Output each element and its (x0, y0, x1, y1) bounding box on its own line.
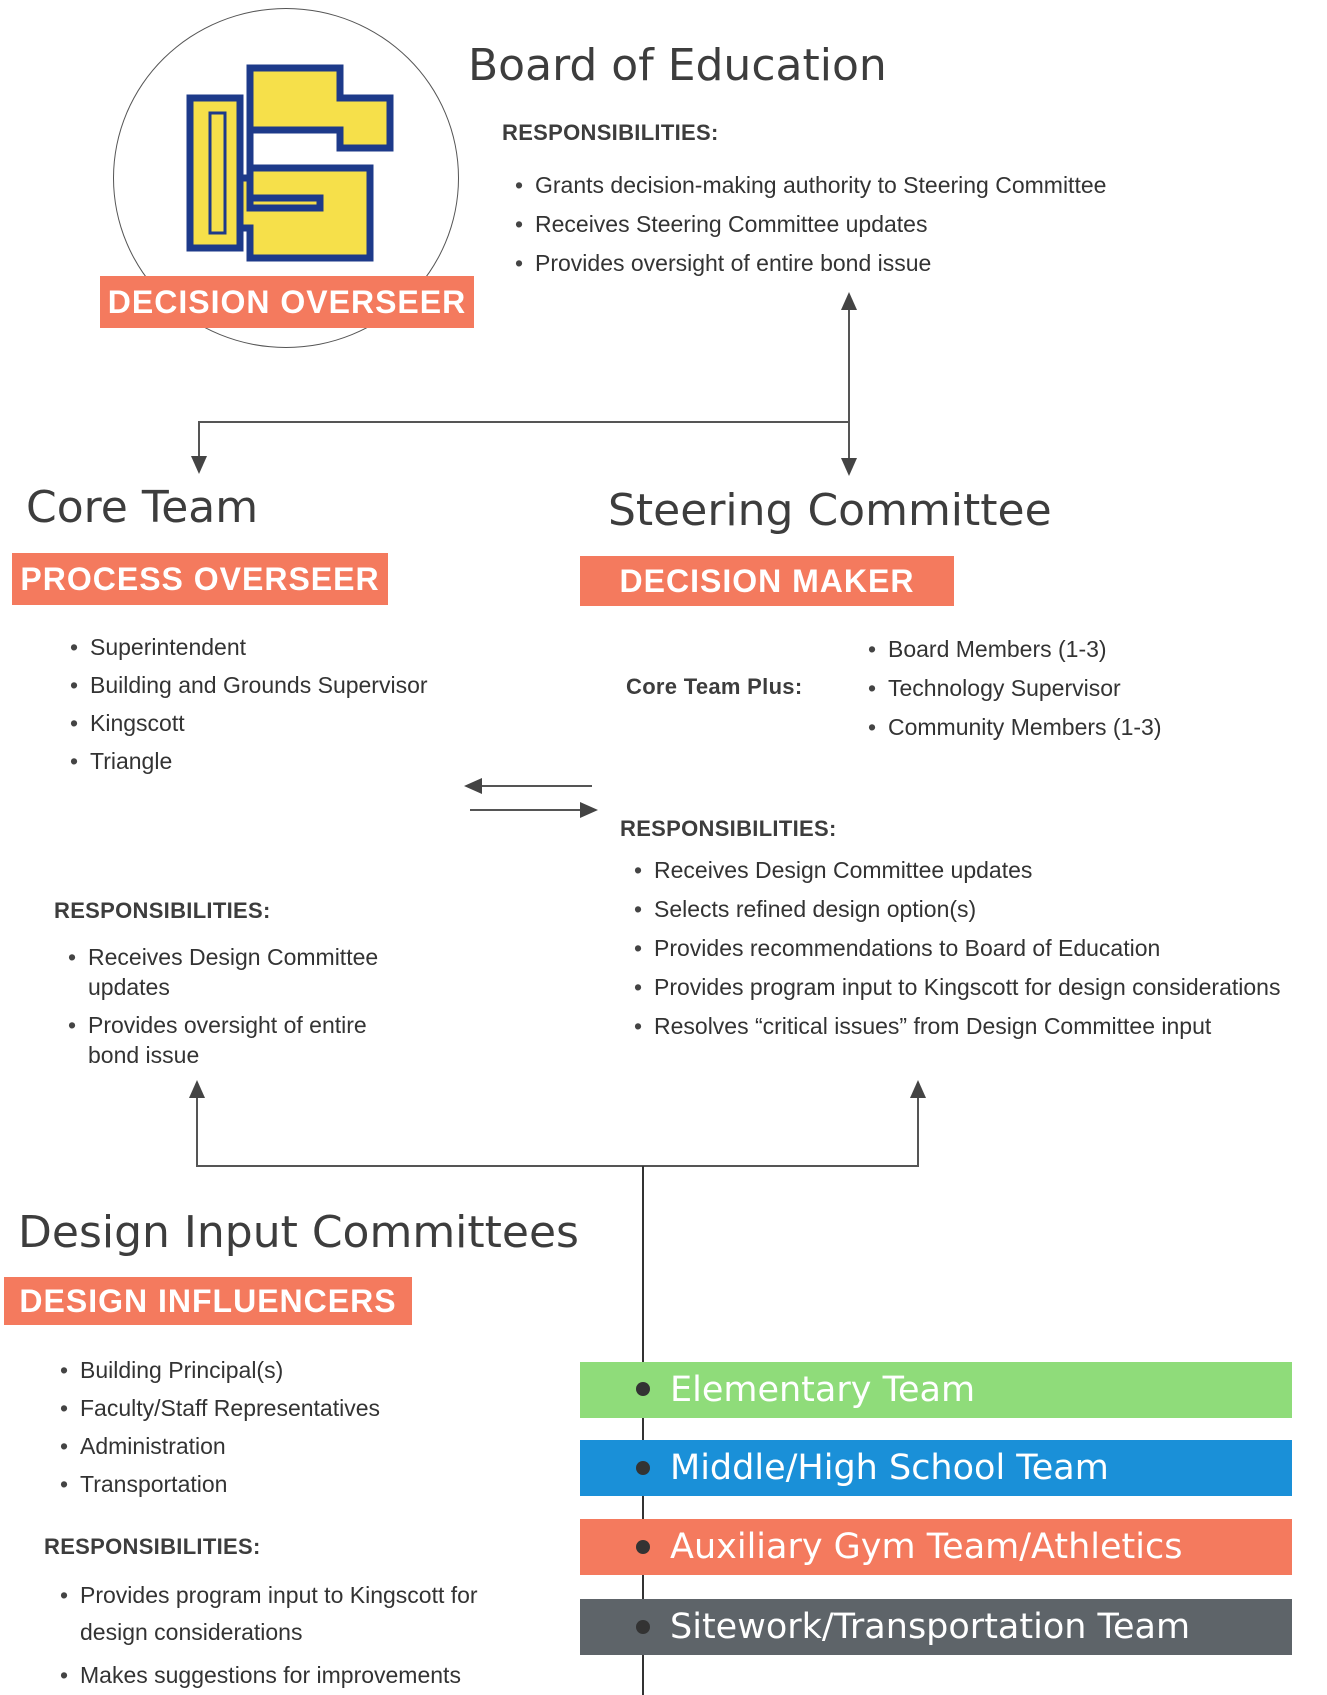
design-steering-connector (643, 1080, 926, 1167)
process-overseer-badge: PROCESS OVERSEER (12, 553, 388, 605)
spine-node (636, 1540, 650, 1554)
list-item: Grants decision-making authority to Stee… (515, 172, 1106, 199)
board-resp-list: Grants decision-making authority to Stee… (515, 172, 1106, 277)
list-item: Provides oversight of entire bond issue (68, 1010, 398, 1070)
steering-resp-list: Receives Design Committee updates Select… (634, 857, 1280, 1040)
design-title: Design Input Committees (18, 1207, 579, 1258)
list-item: Provides program input to Kingscott for … (634, 974, 1280, 1001)
list-item: Administration (60, 1433, 380, 1460)
list-item: Building and Grounds Supervisor (70, 672, 428, 699)
core-resp-list: Receives Design Committee updates Provid… (68, 942, 398, 1070)
design-members: Building Principal(s) Faculty/Staff Repr… (60, 1357, 380, 1498)
sitework-transportation-team-bar: Sitework/Transportation Team (580, 1599, 1292, 1655)
list-item: Receives Design Committee updates (634, 857, 1280, 884)
board-logo-circle (113, 8, 459, 348)
steering-members: Board Members (1-3) Technology Superviso… (868, 636, 1162, 741)
list-item: Provides program input to Kingscott for … (60, 1577, 510, 1651)
list-item: Community Members (1-3) (868, 714, 1162, 741)
core-team-plus-label: Core Team Plus: (626, 674, 803, 699)
spine-node (636, 1461, 650, 1475)
spine-node (636, 1382, 650, 1396)
board-title: Board of Education (468, 40, 887, 91)
list-item: Transportation (60, 1471, 380, 1498)
list-item: Board Members (1-3) (868, 636, 1162, 663)
board-core-connector (191, 421, 849, 474)
core-team-title: Core Team (26, 482, 259, 533)
design-influencers-badge: DESIGN INFLUENCERS (4, 1277, 412, 1325)
middle-high-school-team-bar: Middle/High School Team (580, 1440, 1292, 1496)
design-core-connector (189, 1080, 643, 1167)
steering-title: Steering Committee (608, 485, 1052, 536)
core-team-members: Superintendent Building and Grounds Supe… (70, 634, 428, 775)
list-item: Superintendent (70, 634, 428, 661)
list-item: Selects refined design option(s) (634, 896, 1280, 923)
core-resp-label: RESPONSIBILITIES: (54, 898, 271, 923)
spine-node (636, 1620, 650, 1634)
elementary-team-bar: Elementary Team (580, 1362, 1292, 1418)
sc-logo (186, 64, 394, 262)
list-item: Makes suggestions for improvements (60, 1657, 510, 1694)
design-resp-label: RESPONSIBILITIES: (44, 1534, 261, 1559)
list-item: Kingscott (70, 710, 428, 737)
list-item: Building Principal(s) (60, 1357, 380, 1384)
list-item: Resolves “critical issues” from Design C… (634, 1013, 1280, 1040)
list-item: Provides recommendations to Board of Edu… (634, 935, 1280, 962)
list-item: Faculty/Staff Representatives (60, 1395, 380, 1422)
auxiliary-gym-team-bar: Auxiliary Gym Team/Athletics (580, 1519, 1292, 1575)
decision-overseer-badge: DECISION OVERSEER (100, 276, 474, 328)
list-item: Receives Design Committee updates (68, 942, 398, 1002)
list-item: Receives Steering Committee updates (515, 211, 1106, 238)
design-resp-list: Provides program input to Kingscott for … (60, 1577, 510, 1694)
decision-maker-badge: DECISION MAKER (580, 556, 954, 606)
list-item: Technology Supervisor (868, 675, 1162, 702)
list-item: Triangle (70, 748, 428, 775)
list-item: Provides oversight of entire bond issue (515, 250, 1106, 277)
steering-resp-label: RESPONSIBILITIES: (620, 816, 837, 841)
board-resp-label: RESPONSIBILITIES: (502, 120, 719, 145)
